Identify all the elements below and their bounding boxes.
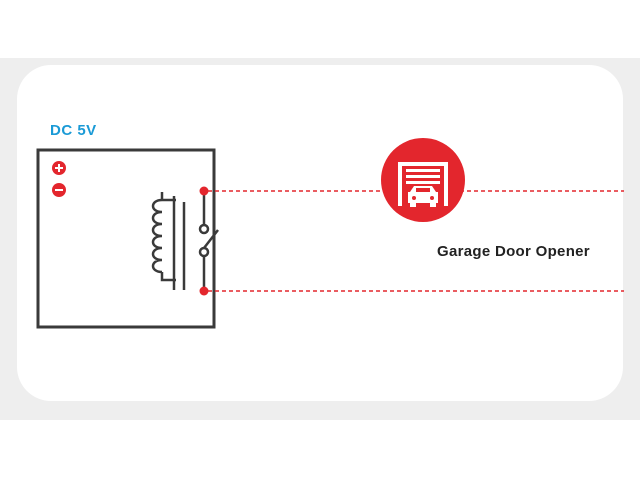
diagram-card	[17, 65, 623, 401]
output-terminal-top	[199, 186, 209, 196]
plus-terminal-icon	[52, 161, 66, 175]
minus-terminal-icon	[52, 183, 66, 197]
relay-coil-icon	[151, 192, 186, 290]
power-supply-label: DC 5V	[50, 122, 97, 139]
garage-car-icon	[381, 138, 465, 222]
device-label: Garage Door Opener	[437, 243, 590, 260]
output-terminal-bottom	[199, 286, 209, 296]
relay-switch-icon	[198, 192, 219, 290]
relay-module-box	[36, 148, 216, 329]
